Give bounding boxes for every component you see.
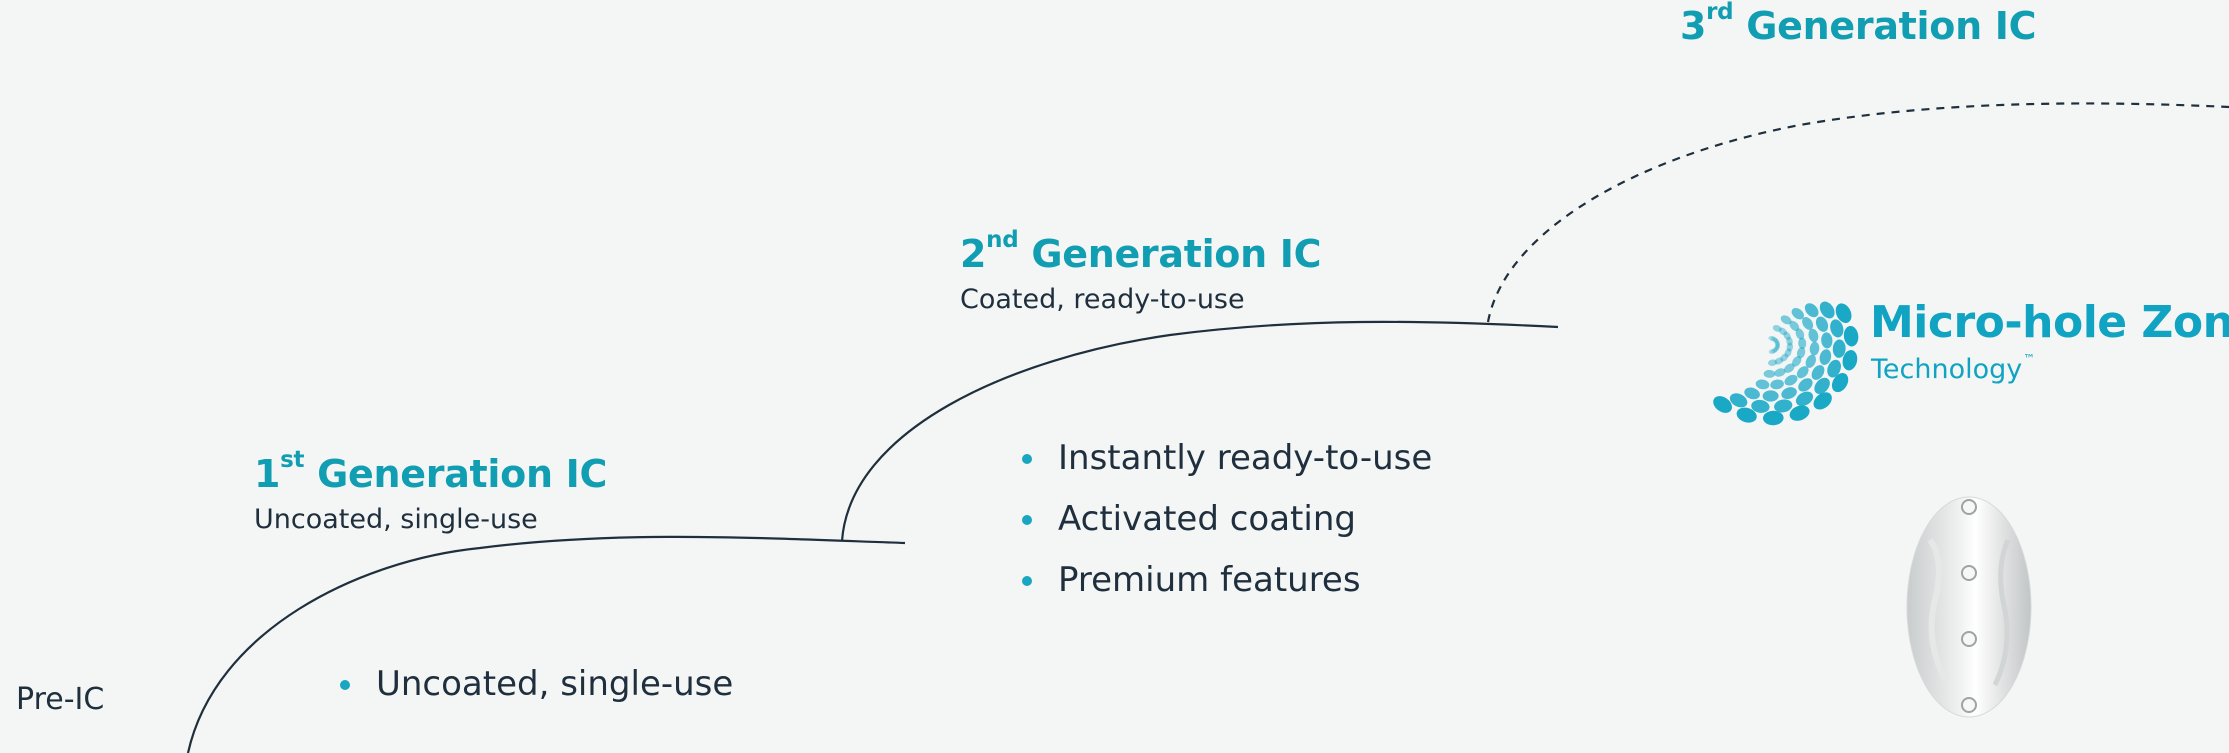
logo-dot bbox=[1755, 379, 1770, 390]
logo-dot bbox=[1784, 374, 1798, 386]
logo-dot bbox=[1781, 387, 1797, 400]
curve-gen2-dashed bbox=[1486, 102, 2229, 323]
logo-dot bbox=[1819, 349, 1832, 365]
logo-dot bbox=[1762, 390, 1779, 402]
logo-dot bbox=[1768, 359, 1778, 366]
logo-dot bbox=[1819, 301, 1835, 319]
logo-dot bbox=[1798, 378, 1813, 392]
logo-dot bbox=[1713, 396, 1732, 413]
logo-dot bbox=[1795, 328, 1805, 340]
logo-dot bbox=[1770, 379, 1784, 390]
logo-dot bbox=[1770, 336, 1778, 342]
logo-dot bbox=[1768, 349, 1776, 354]
logo-dot bbox=[1821, 332, 1833, 349]
gen2-bullet-list: Instantly ready-to-use Activated coating… bbox=[1022, 438, 1432, 621]
logo-dot bbox=[1729, 393, 1748, 408]
list-item: Premium features bbox=[1022, 560, 1432, 621]
curve-pre-ic bbox=[186, 535, 906, 753]
logo-dot bbox=[1804, 303, 1819, 318]
pre-ic-bullet-list: Uncoated, single-use bbox=[340, 664, 733, 725]
logo-dot bbox=[1811, 365, 1825, 380]
logo-dot bbox=[1774, 399, 1793, 413]
gen1-title: 1st Generation IC bbox=[254, 447, 608, 497]
logo-dot bbox=[1795, 391, 1814, 407]
gen3-title: 3rd Generation IC bbox=[1680, 0, 2037, 49]
logo-dot bbox=[1831, 373, 1849, 393]
logo-dot bbox=[1780, 353, 1789, 362]
logo-dot bbox=[1814, 377, 1830, 395]
logo-dot bbox=[1842, 350, 1858, 371]
logo-dot bbox=[1796, 366, 1809, 379]
logo-dot bbox=[1763, 410, 1784, 426]
logo-dot bbox=[1744, 387, 1760, 400]
logo-dot bbox=[1796, 347, 1806, 359]
logo-dot bbox=[1751, 399, 1770, 413]
technology-subtitle: Technology™ bbox=[1871, 352, 2036, 385]
logo-dot bbox=[1835, 303, 1852, 323]
logo-dot bbox=[1773, 345, 1779, 353]
list-item: Activated coating bbox=[1022, 499, 1432, 560]
logo-dot bbox=[1772, 324, 1782, 332]
logo-dot bbox=[1808, 328, 1819, 343]
logo-dot bbox=[1786, 336, 1793, 346]
logo-dot bbox=[1774, 339, 1780, 346]
logo-dot bbox=[1832, 339, 1846, 358]
micro-hole-zone-logo-icon bbox=[1713, 301, 1859, 426]
logo-dot bbox=[1763, 369, 1776, 378]
logo-dot bbox=[1827, 359, 1841, 378]
logo-dot bbox=[1830, 319, 1844, 338]
logo-dot bbox=[1809, 341, 1820, 356]
logo-dot bbox=[1813, 392, 1832, 410]
logo-dot bbox=[1774, 343, 1780, 351]
technology-title: Micro-hole Zone bbox=[1870, 297, 2229, 348]
logo-dot bbox=[1773, 337, 1779, 344]
logo-dot bbox=[1815, 316, 1829, 332]
logo-dot bbox=[1780, 315, 1792, 325]
logo-dot bbox=[1784, 348, 1792, 358]
logo-dot bbox=[1771, 347, 1778, 354]
curve-gen1 bbox=[840, 320, 1559, 542]
logo-dot bbox=[1789, 405, 1810, 421]
logo-dot bbox=[1802, 317, 1814, 330]
gen2-title: 2nd Generation IC bbox=[960, 227, 1322, 277]
logo-dot bbox=[1805, 354, 1817, 368]
logo-dot bbox=[1798, 337, 1807, 350]
gen2-subtitle: Coated, ready-to-use bbox=[960, 284, 1245, 315]
logo-dot bbox=[1784, 363, 1795, 373]
list-item: Uncoated, single-use bbox=[340, 664, 733, 725]
logo-dot bbox=[1778, 327, 1787, 336]
logo-dot bbox=[1736, 407, 1757, 423]
pre-ic-label: Pre-IC bbox=[16, 682, 105, 717]
logo-dot bbox=[1843, 325, 1859, 347]
list-item: Instantly ready-to-use bbox=[1022, 438, 1432, 499]
device-oval-image bbox=[1906, 496, 2032, 718]
logo-dot bbox=[1783, 331, 1791, 341]
gen1-subtitle: Uncoated, single-use bbox=[254, 504, 538, 535]
logo-dot bbox=[1789, 320, 1800, 332]
logo-dot bbox=[1774, 368, 1786, 377]
logo-dot bbox=[1791, 308, 1804, 320]
logo-dot bbox=[1775, 341, 1781, 349]
logo-dot bbox=[1786, 342, 1794, 352]
logo-dot bbox=[1774, 357, 1784, 365]
logo-dot bbox=[1792, 355, 1802, 367]
logo-dot bbox=[1768, 335, 1776, 341]
